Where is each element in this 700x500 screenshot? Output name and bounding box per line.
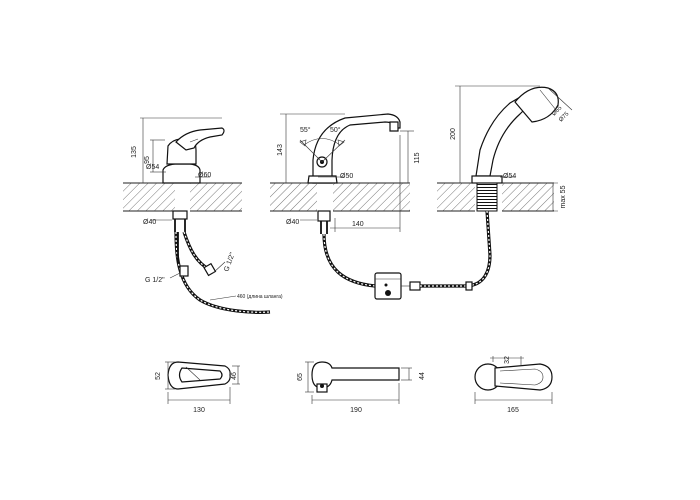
dim-mixer-base-height: 95 — [144, 156, 151, 164]
dim-thread-a: G 1/2" — [145, 277, 165, 284]
top-view-shower — [474, 356, 553, 404]
dim-top-lever-depth: 52 — [155, 372, 162, 380]
dim-shower-d54: Ø54 — [503, 173, 516, 180]
dim-spout-d50: Ø50 — [340, 173, 353, 180]
top-view-lever — [165, 361, 240, 404]
dim-top-lever-side: 46 — [231, 372, 238, 380]
dim-mixer-d54: Ø54 — [146, 164, 159, 171]
spout-hose — [322, 233, 492, 300]
dim-shower-max-depth: max 55 — [560, 185, 567, 208]
dim-spout-angle-b: 50° — [330, 126, 341, 134]
mixer-body — [162, 127, 225, 232]
dim-top-spout-depth: 65 — [297, 373, 304, 381]
dim-mixer-d40: Ø40 — [143, 219, 156, 226]
dim-spout-reach: 140 — [352, 221, 364, 228]
mixer-dimensions — [140, 117, 222, 221]
shower-head — [471, 86, 559, 256]
dim-top-shower-depth: 32 — [504, 356, 511, 364]
countertop-3 — [437, 182, 554, 212]
dim-top-lever-width: 130 — [193, 407, 205, 414]
dim-spout-outlet-height: 115 — [414, 152, 421, 163]
dim-top-spout-side: 44 — [419, 372, 426, 380]
shower-dimensions — [455, 85, 573, 212]
dim-spout-height: 143 — [277, 144, 284, 156]
countertop-1 — [123, 182, 242, 212]
spout-dimensions — [280, 113, 414, 232]
dim-top-shower-length: 165 — [507, 407, 519, 414]
dim-hose-length: 460 (длина шланга) — [237, 294, 283, 300]
top-view-spout — [305, 361, 412, 404]
dim-spout-angle-a: 55° — [300, 126, 311, 134]
dim-spout-d40: Ø40 — [286, 219, 299, 226]
dim-mixer-d60: Ø60 — [198, 172, 211, 179]
dim-mixer-height: 135 — [131, 146, 138, 158]
dim-top-spout-length: 190 — [350, 407, 362, 414]
dim-thread-b: G 1/2" — [223, 251, 236, 272]
spout-body — [299, 113, 401, 234]
dim-shower-height: 200 — [450, 128, 457, 140]
countertop-2 — [270, 182, 410, 212]
mixer-hoses — [174, 231, 271, 314]
